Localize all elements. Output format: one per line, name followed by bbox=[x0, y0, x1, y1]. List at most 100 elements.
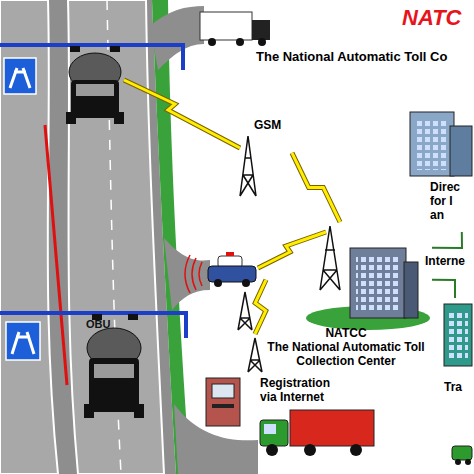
tanker-truck bbox=[84, 404, 94, 418]
kiosk bbox=[206, 378, 240, 426]
traffic-building bbox=[448, 310, 468, 360]
lorry bbox=[260, 410, 374, 456]
motorway-sign bbox=[6, 322, 40, 360]
police-car bbox=[185, 252, 256, 293]
gsm-tower: GSM bbox=[232, 116, 292, 198]
radio-bolt bbox=[258, 232, 326, 268]
police-car bbox=[185, 255, 202, 293]
road bbox=[0, 0, 58, 474]
green-car bbox=[465, 459, 471, 465]
radio-bolt bbox=[124, 80, 240, 148]
radio-tower bbox=[238, 292, 252, 330]
directorate-building bbox=[415, 118, 449, 170]
lorry bbox=[264, 424, 276, 434]
radio-bolt bbox=[258, 232, 326, 268]
control-centre-building bbox=[306, 248, 430, 330]
connector-line bbox=[255, 280, 266, 334]
road bbox=[0, 0, 176, 474]
logo-text: NATC bbox=[402, 6, 461, 30]
title: The National Automatic Toll Co bbox=[256, 50, 447, 64]
gantry bbox=[128, 314, 138, 320]
radio-link-outline bbox=[292, 153, 340, 222]
node-label: Registration via Internet bbox=[260, 376, 350, 404]
network-line bbox=[432, 280, 455, 298]
node-label: GSM bbox=[254, 118, 281, 132]
directorate-building bbox=[410, 112, 472, 176]
police-car bbox=[208, 266, 256, 282]
traffic-building: Tra bbox=[438, 298, 472, 402]
red-line bbox=[45, 125, 67, 385]
box-truck bbox=[200, 12, 270, 46]
lorry bbox=[266, 444, 278, 456]
node-label: NATCC bbox=[266, 326, 426, 340]
green-verge bbox=[152, 0, 190, 474]
motorway-sign bbox=[10, 68, 30, 88]
ramps bbox=[150, 6, 258, 474]
box-truck bbox=[200, 12, 252, 40]
control-centre-building bbox=[356, 256, 400, 312]
radio-tower bbox=[238, 136, 340, 372]
radio-link bbox=[255, 280, 266, 334]
lorry bbox=[350, 444, 362, 456]
network-line bbox=[432, 232, 462, 248]
connector-line bbox=[432, 232, 462, 248]
callout-label: OBU bbox=[86, 318, 110, 331]
connector-line bbox=[432, 280, 455, 298]
red-line bbox=[45, 125, 67, 385]
green-car bbox=[455, 459, 461, 465]
gantry bbox=[184, 311, 188, 338]
control-centre-building bbox=[404, 262, 418, 318]
motorway-sign bbox=[4, 58, 40, 360]
node-label: Direc for I an bbox=[430, 180, 468, 222]
radio-bolt bbox=[124, 80, 240, 148]
box-truck bbox=[258, 38, 266, 46]
traffic-building bbox=[444, 304, 472, 366]
road bbox=[0, 0, 176, 474]
police-car bbox=[242, 279, 250, 287]
kiosk bbox=[212, 384, 234, 398]
tanker-truck bbox=[114, 112, 124, 124]
gantry bbox=[181, 43, 185, 70]
lorry bbox=[260, 420, 288, 446]
green-car bbox=[452, 446, 472, 465]
control-centre-building bbox=[350, 248, 406, 318]
box-truck bbox=[236, 38, 244, 46]
kiosk bbox=[212, 404, 234, 408]
node-label: Tra bbox=[444, 380, 462, 394]
directorate-building: Direc for I an bbox=[404, 108, 472, 232]
control-centre: NATCCThe National Automatic Toll Collect… bbox=[266, 222, 432, 374]
tanker-truck bbox=[66, 112, 76, 124]
radio-bolt bbox=[124, 80, 326, 268]
lorry bbox=[304, 444, 316, 456]
tanker-truck bbox=[134, 404, 144, 418]
ramps bbox=[164, 238, 210, 310]
directorate-building bbox=[450, 126, 472, 176]
gantry bbox=[0, 43, 183, 47]
police-car bbox=[214, 279, 222, 287]
tanker-truck bbox=[94, 364, 134, 378]
gantry bbox=[110, 46, 120, 52]
radio-tower bbox=[248, 338, 262, 372]
radio-link bbox=[292, 153, 340, 222]
tanker-truck bbox=[66, 53, 144, 418]
ramps bbox=[150, 6, 204, 70]
directorate-building bbox=[410, 112, 454, 176]
kiosk bbox=[206, 378, 240, 426]
box-truck bbox=[208, 38, 216, 46]
registration-point: Registration via Internet bbox=[198, 334, 352, 434]
motorway-sign bbox=[4, 58, 36, 94]
gantry bbox=[70, 46, 80, 52]
police-car bbox=[226, 252, 234, 256]
node-label: The National Automatic Toll Collection C… bbox=[266, 340, 426, 368]
lorry bbox=[290, 410, 374, 446]
connector-line bbox=[292, 153, 340, 222]
edge-label: Interne bbox=[424, 254, 466, 268]
traffic-building bbox=[444, 304, 472, 366]
tanker-truck bbox=[89, 358, 139, 412]
tanker-truck bbox=[71, 80, 119, 118]
road bbox=[68, 0, 164, 474]
